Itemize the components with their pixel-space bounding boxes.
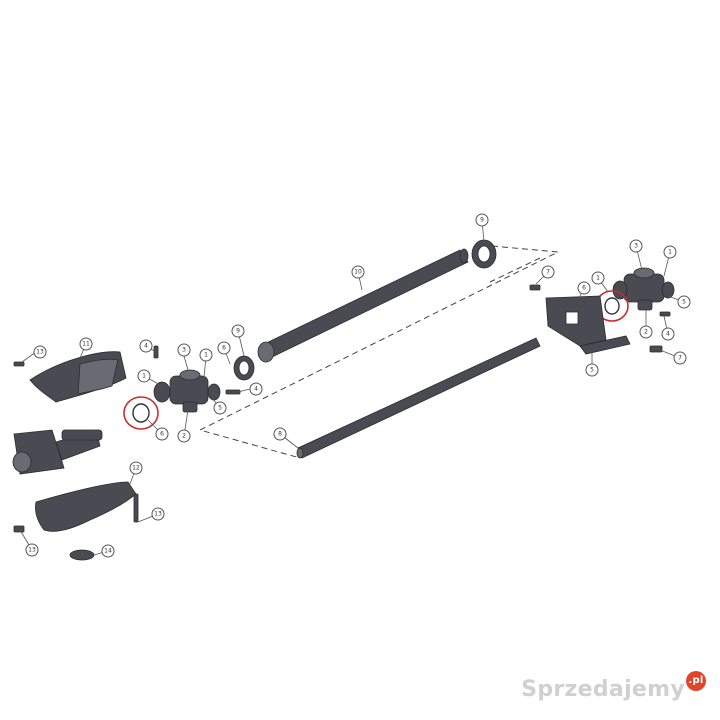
svg-text:6: 6 (222, 345, 226, 352)
bolt-part (529, 284, 541, 291)
callout-1: 1 (199, 348, 213, 362)
svg-text:8: 8 (278, 431, 282, 438)
svg-text:12: 12 (132, 465, 140, 472)
callout-1: 1 (137, 369, 151, 383)
bolt-part (659, 311, 671, 317)
svg-text:7: 7 (678, 355, 682, 362)
callout-2: 2 (177, 429, 191, 443)
callout-3: 3 (177, 343, 191, 357)
assembly-guide-line (198, 245, 560, 459)
callout-4: 4 (249, 382, 263, 396)
svg-text:13: 13 (36, 349, 44, 356)
callout-12: 12 (129, 461, 143, 475)
callout-3: 3 (629, 239, 643, 253)
callout-7: 7 (673, 351, 687, 365)
callout-4: 4 (661, 327, 675, 341)
svg-text:13: 13 (154, 511, 162, 518)
bushing-part (471, 239, 497, 269)
callout-11: 11 (79, 337, 93, 351)
right-universal-joint (612, 267, 675, 311)
lower-cover-part (35, 481, 139, 532)
cap-part (69, 549, 95, 561)
bushing-part (233, 355, 255, 381)
svg-text:6: 6 (160, 431, 164, 438)
svg-text:5: 5 (590, 367, 594, 374)
callout-4: 4 (139, 339, 153, 353)
bracket-part (545, 295, 631, 355)
svg-text:4: 4 (254, 386, 258, 393)
svg-text:1: 1 (204, 352, 208, 359)
svg-text:13: 13 (28, 547, 36, 554)
callout-5: 5 (677, 295, 691, 309)
assembly-guide-line (489, 257, 541, 283)
watermark-badge: .pl (686, 671, 706, 691)
watermark-text: Sprzedajemy (521, 677, 685, 702)
callout-14: 14 (101, 544, 115, 558)
gearbox-flange-part (12, 429, 103, 475)
svg-text:2: 2 (182, 433, 186, 440)
svg-text:9: 9 (480, 217, 484, 224)
upper-cover-part (29, 351, 127, 403)
callout-6: 6 (577, 281, 591, 295)
svg-text:6: 6 (582, 285, 586, 292)
callout-5: 5 (213, 401, 227, 415)
callout-8: 8 (273, 427, 287, 441)
screw-part (13, 525, 25, 533)
svg-text:1: 1 (596, 275, 600, 282)
svg-text:1: 1 (142, 373, 146, 380)
callout-9: 9 (231, 324, 245, 338)
svg-text:4: 4 (666, 331, 670, 338)
svg-text:9: 9 (236, 328, 240, 335)
svg-text:5: 5 (682, 299, 686, 306)
svg-text:5: 5 (218, 405, 222, 412)
callout-6: 6 (217, 341, 231, 355)
callout-6: 6 (155, 427, 169, 441)
watermark-logo: Sprzedajemy.pl (521, 671, 706, 702)
callout-1: 1 (591, 271, 605, 285)
callout-13: 13 (33, 345, 47, 359)
callout-5: 5 (585, 363, 599, 377)
svg-text:7: 7 (546, 269, 550, 276)
svg-text:11: 11 (82, 341, 90, 348)
callout-13: 13 (25, 543, 39, 557)
bolt-part (649, 345, 663, 353)
shaft-part (296, 337, 541, 459)
svg-text:3: 3 (182, 347, 186, 354)
svg-text:2: 2 (644, 329, 648, 336)
callout-2: 2 (639, 325, 653, 339)
callout-9: 9 (475, 213, 489, 227)
svg-text:10: 10 (354, 269, 362, 276)
svg-text:3: 3 (634, 243, 638, 250)
seal-ring (132, 403, 150, 423)
callout-10: 10 (351, 265, 365, 279)
seal-ring (604, 297, 620, 315)
seal-ring-highlight (123, 396, 159, 430)
tube-part (257, 248, 469, 363)
svg-text:1: 1 (668, 249, 672, 256)
svg-text:4: 4 (144, 343, 148, 350)
left-universal-joint (153, 345, 241, 413)
callout-7: 7 (541, 265, 555, 279)
callout-1: 1 (663, 245, 677, 259)
screw-part (13, 361, 25, 367)
callout-13: 13 (151, 507, 165, 521)
svg-text:14: 14 (104, 548, 112, 555)
